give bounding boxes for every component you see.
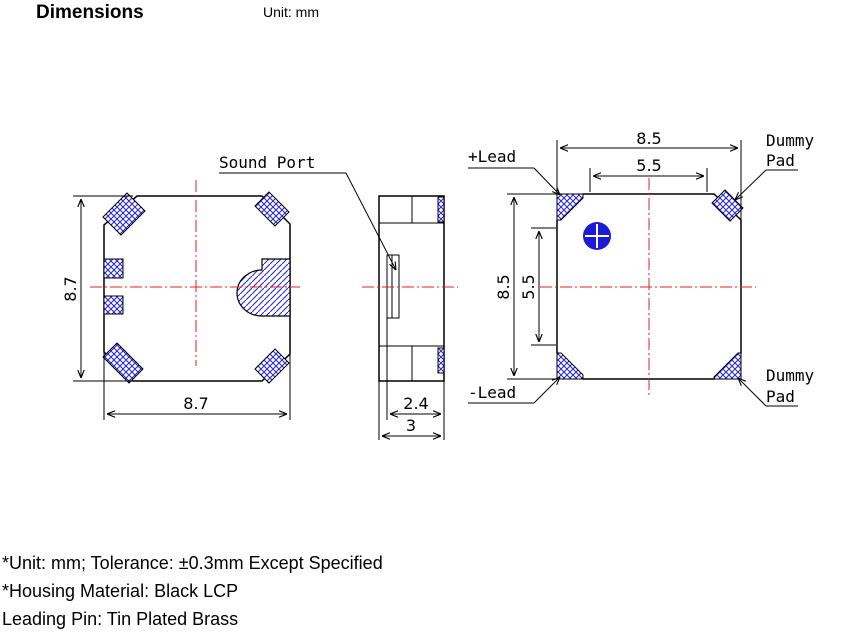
side-inner-dim: 2.4 [403,394,428,413]
sound-port-label: Sound Port [219,153,315,172]
bottom-height-outer: 8.5 [494,274,513,299]
bottom-view: 8.5 5.5 8.5 5.5 +Lead -Lead Dummy Pad Du… [468,129,815,407]
dimensions-heading: Dimensions [36,2,144,23]
front-view: 8.7 8.7 Sound Port [61,153,396,420]
sound-port-leader [345,172,396,270]
front-pad-bottom-right [254,348,290,384]
plus-lead-leader [533,167,560,195]
front-width-dim: 8.7 [183,394,208,413]
front-pad-top-right [254,191,290,227]
plus-lead-pad [556,193,584,221]
bottom-height-inner: 5.5 [519,274,538,299]
leading-pin-note: Leading Pin: Tin Plated Brass [2,609,239,629]
sound-port-shape [236,258,291,317]
bottom-width-outer: 8.5 [636,129,661,148]
front-side-pad-lower [103,295,124,315]
tolerance-note: *Unit: mm; Tolerance: ±0.3mm Except Spec… [2,553,383,573]
dummy-pad-bottom-label-2: Pad [766,387,795,406]
side-pad-bottom [437,347,445,374]
dummy-pad-top [711,189,744,222]
bottom-width-inner: 5.5 [636,156,661,175]
minus-lead-leader [533,377,560,404]
dummy-pad-top-label-2: Pad [766,151,795,170]
front-height-dim: 8.7 [61,276,80,301]
unit-label: Unit: mm [263,4,319,20]
minus-lead-label: -Lead [468,383,516,402]
dummy-pad-bottom [713,352,742,380]
front-pad-bottom-left [102,342,144,384]
dummy-pad-bottom-leader [738,378,767,407]
dummy-pad-top-leader [735,169,767,200]
side-view: 2.4 3 [362,195,458,440]
dummy-pad-bottom-label-1: Dummy [766,366,815,385]
dummy-pad-top-label-1: Dummy [766,131,815,150]
plus-lead-label: +Lead [468,147,516,166]
side-outer-dim: 3 [406,416,416,435]
minus-lead-pad [556,352,584,380]
front-side-pad-upper [103,258,124,279]
spec-notes: *Unit: mm; Tolerance: ±0.3mm Except Spec… [2,549,383,633]
housing-material-note: *Housing Material: Black LCP [2,581,239,601]
front-pad-top-left [102,192,146,236]
side-pad-top [437,196,445,223]
